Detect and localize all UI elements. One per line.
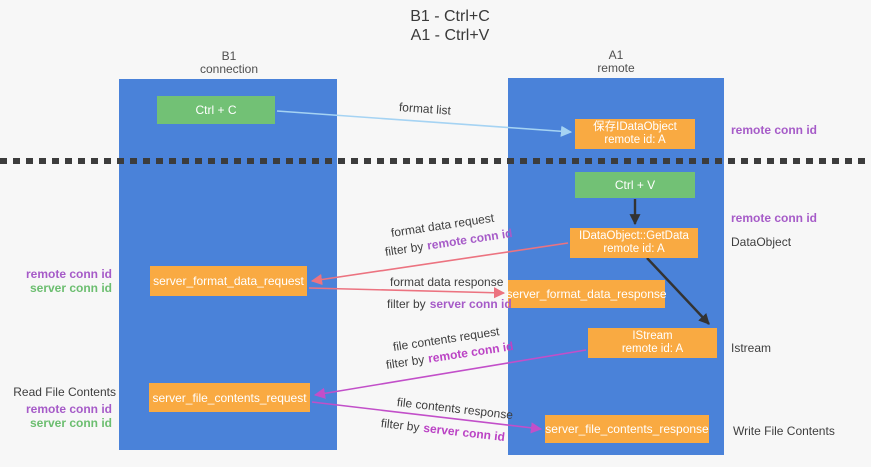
remote-conn-id-label-left-2: remote conn id	[25, 402, 112, 416]
diagram-title: B1 - Ctrl+C A1 - Ctrl+V	[370, 7, 530, 45]
save-idataobject-line2: remote id: A	[604, 134, 666, 146]
server-format-data-request-box: server_format_data_request	[150, 266, 307, 296]
read-file-contents-label: Read File Contents	[13, 385, 116, 399]
save-idataobject-line1: 保存IDataObject	[593, 120, 677, 133]
server-conn-id-text: server conn id	[422, 420, 506, 445]
title-line-1: B1 - Ctrl+C	[410, 8, 490, 25]
b1-name: B1	[221, 49, 237, 63]
server-file-contents-request-label: server_file_contents_request	[152, 390, 307, 405]
write-file-contents-label: Write File Contents	[733, 424, 835, 438]
remote-conn-id-label-right-2: remote conn id	[731, 211, 818, 225]
file-contents-response-label: file contents response	[396, 395, 514, 423]
server-file-contents-response-label: server_file_contents_response	[545, 422, 709, 436]
filter-by-text: filter by	[384, 352, 426, 372]
server-file-contents-response-box: server_file_contents_response	[545, 415, 709, 443]
ctrl-c-label: Ctrl + C	[195, 103, 237, 117]
b1-subtitle: connection	[199, 62, 259, 76]
format-list-label: format list	[398, 100, 452, 118]
server-format-data-request-label: server_format_data_request	[153, 274, 304, 288]
ctrl-c-box: Ctrl + C	[157, 96, 275, 124]
server-conn-id-label-left-2: server conn id	[29, 416, 112, 430]
istream-line1: IStream	[632, 329, 673, 342]
istream-line2: remote id: A	[621, 343, 684, 355]
remote-conn-id-label-left-1: remote conn id	[25, 267, 112, 281]
format-data-response-label: format data response	[390, 275, 504, 289]
save-idataobject-box: 保存IDataObject remote id: A	[575, 119, 695, 149]
filter-by-text: filter by	[383, 239, 425, 259]
b1-column-header: B1 connection	[120, 50, 338, 76]
remote-conn-id-label-right-1: remote conn id	[731, 123, 818, 137]
ctrl-v-label: Ctrl + V	[614, 178, 656, 192]
dashed-separator-line	[0, 158, 871, 164]
a1-column-header: A1 remote	[508, 49, 724, 75]
title-line-2: A1 - Ctrl+V	[410, 27, 490, 44]
getdata-line2: remote id: A	[603, 243, 665, 255]
server-conn-id-label-left-1: server conn id	[29, 281, 112, 295]
server-conn-id-text: server conn id	[429, 297, 512, 311]
dataobject-label: DataObject	[731, 235, 792, 249]
ctrl-v-box: Ctrl + V	[575, 172, 695, 198]
idataobject-getdata-box: IDataObject::GetData remote id: A	[570, 228, 698, 258]
istream-box: IStream remote id: A	[588, 328, 717, 358]
a1-name: A1	[608, 48, 624, 62]
server-file-contents-request-box: server_file_contents_request	[149, 383, 310, 412]
filter-by-text: filter by	[380, 416, 421, 435]
getdata-line1: IDataObject::GetData	[579, 229, 689, 242]
server-format-data-response-box: server_format_data_response	[506, 280, 667, 308]
filter-by-text: filter by	[387, 297, 426, 311]
a1-subtitle: remote	[597, 61, 635, 75]
server-format-data-response-label: server_format_data_response	[506, 287, 667, 301]
istream-side-label: Istream	[731, 341, 772, 355]
